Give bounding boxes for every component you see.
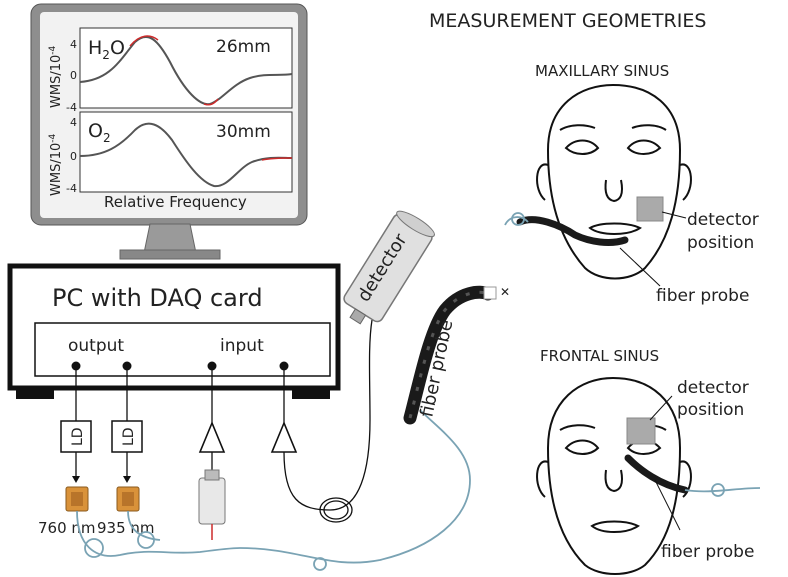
frontal-probe-label: fiber probe [661, 542, 754, 562]
output-port-2 [122, 361, 132, 371]
frontal-detector-label-1: detector [677, 378, 749, 398]
daq-ports [71, 361, 289, 371]
h2o-distance: 26mm [216, 37, 271, 57]
maxillary-fiber [504, 216, 529, 226]
probe-tip-spot: ✕ [500, 285, 510, 299]
wavelength-935: 935 nm [97, 519, 155, 537]
ld-driver-2: LD [111, 420, 143, 453]
ytick-top-4: 4 [70, 38, 77, 51]
ytick-top-0: 0 [70, 69, 77, 82]
h2o-label: H2O [88, 37, 125, 62]
maxillary-fiber-loop [511, 212, 525, 226]
wire-arrowheads [72, 476, 131, 483]
frontal-detector-position [626, 417, 656, 445]
y-axis-label-bottom: WMS/10-4 [48, 134, 64, 196]
reference-detector [198, 469, 226, 540]
output-label: output [68, 336, 124, 356]
o2-distance: 30mm [216, 122, 271, 142]
detector-cable [283, 319, 373, 523]
ld-driver-1: LD [60, 420, 92, 453]
daq-wires [75, 366, 285, 478]
wms-plot-o2: O2 30mm [79, 111, 293, 193]
laser-chip-760 [65, 486, 89, 512]
frontal-probe-leader [654, 479, 681, 531]
frontal-title: FRONTAL SINUS [540, 347, 659, 365]
maxillary-fiber-probe [516, 216, 629, 246]
frontal-detector-leader [649, 395, 673, 421]
ytick-bottom-0: 0 [70, 150, 77, 163]
wms-plot-h2o: H2O 26mm [79, 27, 293, 109]
ytick-bottom-4: 4 [70, 116, 77, 129]
input-port-2 [279, 361, 289, 371]
main-detector [343, 210, 435, 325]
frontal-fiber-probe [624, 454, 689, 494]
y-axis-label-top: WMS/10-4 [48, 46, 64, 108]
input-port-1 [207, 361, 217, 371]
wavelength-760: 760 nm [38, 519, 96, 537]
ytick-top-neg4: -4 [66, 101, 77, 114]
frontal-fiber-loop [711, 483, 725, 497]
maxillary-probe-label: fiber probe [656, 286, 749, 306]
amplifier-1 [198, 420, 226, 453]
amplifier-2 [270, 420, 298, 453]
frontal-fiber [684, 487, 761, 493]
optical-fibers [76, 409, 471, 571]
maxillary-detector-label-1: detector [687, 210, 759, 230]
probe-tip [483, 286, 497, 300]
head-maxillary [536, 83, 692, 280]
frontal-detector-label-2: position [677, 400, 744, 420]
ytick-bottom-neg4: -4 [66, 182, 77, 195]
maxillary-detector-position [636, 196, 664, 222]
fiber-probe [403, 285, 495, 425]
output-port-1 [71, 361, 81, 371]
maxillary-probe-leader [619, 247, 661, 287]
maxillary-detector-label-2: position [687, 233, 754, 253]
input-label: input [220, 336, 264, 356]
ld-label-1: LD [70, 427, 86, 446]
geometries-title: MEASUREMENT GEOMETRIES [429, 10, 706, 32]
y-ticks: 4 0 -4 4 0 -4 [66, 38, 77, 195]
ld-label-2: LD [121, 427, 137, 446]
maxillary-detector-leader [661, 211, 687, 219]
maxillary-title: MAXILLARY SINUS [535, 62, 669, 80]
o2-label: O2 [88, 120, 111, 145]
pc-title: PC with DAQ card [52, 284, 263, 312]
x-axis-label: Relative Frequency [104, 193, 247, 211]
laser-chip-935 [116, 486, 140, 512]
